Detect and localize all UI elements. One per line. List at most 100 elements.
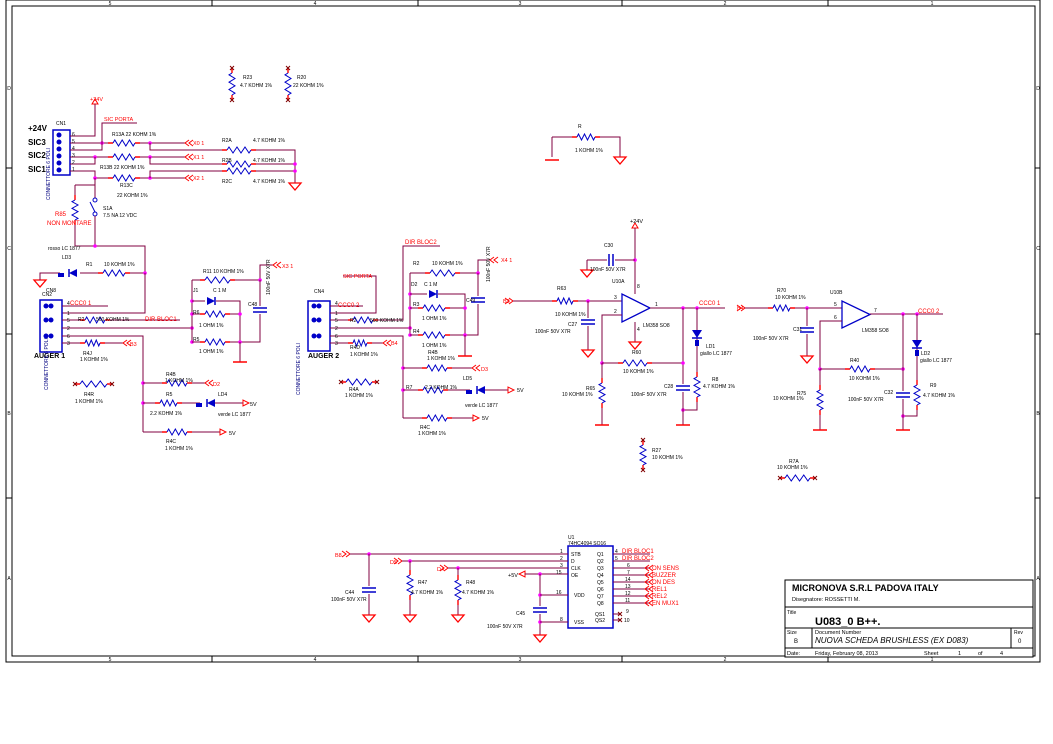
resistor-icon [228, 72, 236, 96]
label-b6: 6 [335, 334, 338, 340]
wire [74, 225, 146, 273]
label-r63: R63 [557, 286, 566, 292]
zone-row-label: C [7, 246, 11, 252]
resistor-icon [79, 380, 108, 388]
label-o-enmux: EN MUX1 [652, 601, 679, 607]
connector-pin [56, 167, 62, 173]
label-b3: 3 [335, 341, 338, 347]
cap-gap [806, 326, 808, 334]
label-u-p6: 6 [627, 563, 630, 569]
components-layer [32, 65, 943, 643]
wire [378, 245, 440, 321]
ground-icon [32, 279, 48, 288]
label-r2c: R2C [222, 179, 232, 185]
no-connect-icon [617, 611, 623, 617]
port-chevron-icon [644, 585, 650, 593]
zone-column-label: 4 [314, 657, 317, 663]
label-r23: R23 [243, 75, 252, 81]
label-a3: 3 [67, 341, 70, 347]
label-r4c-v: 1 KOHM 1% [165, 446, 193, 452]
label-r2x-v: 560 KOHM 1% [370, 318, 404, 324]
port-chevron-icon [276, 261, 282, 269]
connector-body [307, 300, 331, 352]
label-ld1: LD1 [706, 344, 715, 350]
port-chevron-icon [184, 174, 190, 182]
port-chevron-icon [648, 599, 654, 607]
wire [438, 293, 466, 335]
port-chevron-icon [122, 339, 128, 347]
label-a5: 5 [67, 318, 70, 324]
label-r13c-v: 22 KOHM 1% [117, 193, 148, 199]
label-b3-a: B3 [130, 342, 137, 348]
led-icon [912, 340, 922, 348]
no-connect-icon [229, 97, 235, 103]
sheet-total: 4 [1000, 651, 1003, 657]
wire [149, 157, 222, 165]
junction-dot [93, 244, 97, 248]
label-u-p2: 2 [560, 556, 563, 562]
label-x1: X1 1 [193, 155, 204, 161]
connector-pin [43, 333, 49, 339]
label-r27: R27 [652, 448, 661, 454]
no-connect-icon [338, 379, 344, 385]
resistor-icon [112, 174, 136, 182]
resistor-icon [597, 382, 607, 404]
opamp-icon [841, 299, 872, 330]
label-j1-v: C 1 M [213, 288, 226, 294]
cap-gap [477, 296, 479, 304]
cap-gap [539, 606, 541, 614]
label-r44: R4 [413, 329, 420, 335]
zone-column-label: 4 [314, 1, 317, 7]
label-cn4: CN4 [314, 289, 324, 295]
connector-pin [311, 333, 317, 339]
designer: Disegnatore: ROSSETTI M. [792, 597, 860, 603]
label-pb7: 7 [874, 308, 877, 314]
wire [70, 157, 96, 165]
doc-number-label: Document Number [815, 630, 861, 636]
resistor-icon [849, 364, 871, 374]
ground-icon [361, 614, 377, 623]
label-u-p7: 7 [627, 570, 630, 576]
no-connect-icon [285, 97, 291, 103]
label-r4a-v: 1 KOHM 1% [345, 393, 373, 399]
company-name: MICRONOVA S.R.L PADOVA ITALY [792, 583, 939, 593]
connector-pin [48, 303, 54, 309]
label-c32: C32 [884, 390, 893, 396]
label-b2: 2 [335, 326, 338, 332]
label-v5-d: 5V [482, 416, 489, 422]
label-sic3: SIC3 [28, 138, 46, 147]
connector-pin [316, 317, 322, 323]
label-r47: R47 [418, 580, 427, 586]
resistor-icon [912, 384, 922, 406]
switch-icon [92, 211, 98, 217]
port-chevron-icon [188, 139, 194, 147]
label-pb5: 5 [834, 302, 837, 308]
diode-icon [207, 399, 215, 407]
port-chevron-icon [188, 153, 194, 161]
label-non-montare: NON MONTARE [47, 221, 92, 227]
zone-column-label: 5 [109, 1, 112, 7]
connector-pin [316, 333, 322, 339]
label-c31-v: 100nF 50V X7R [753, 336, 789, 342]
label-a2: 2 [67, 326, 70, 332]
label-conn-v1: CONNETTORE 6 POLI [46, 148, 52, 200]
label-u-clk: CLK [571, 566, 581, 572]
zone-column-label: 1 [931, 657, 934, 663]
sheet-label: Sheet [924, 651, 939, 657]
label-b1: 1 [335, 311, 338, 317]
zone-column-label: 2 [724, 1, 727, 7]
label-u-q1: Q1 [597, 552, 604, 558]
junction-dot [293, 162, 297, 166]
label-conn-v3: CONNETTORE 6 POLI [296, 343, 302, 395]
resistor-icon [352, 338, 368, 348]
ground-icon [450, 614, 466, 623]
port-chevron-icon [184, 153, 190, 161]
label-u-p16: 16 [556, 590, 562, 596]
zone-column-label: 1 [931, 1, 934, 7]
port-chevron-icon [475, 364, 481, 372]
label-r11: R11 10 KOHM 1% [203, 269, 244, 275]
label-c48-v: 100nF 50V X7R [266, 259, 272, 295]
label-r4d-v: 1 KOHM 1% [350, 352, 378, 358]
label-v5-c: 5V [517, 388, 524, 394]
no-connect-icon [374, 379, 380, 385]
